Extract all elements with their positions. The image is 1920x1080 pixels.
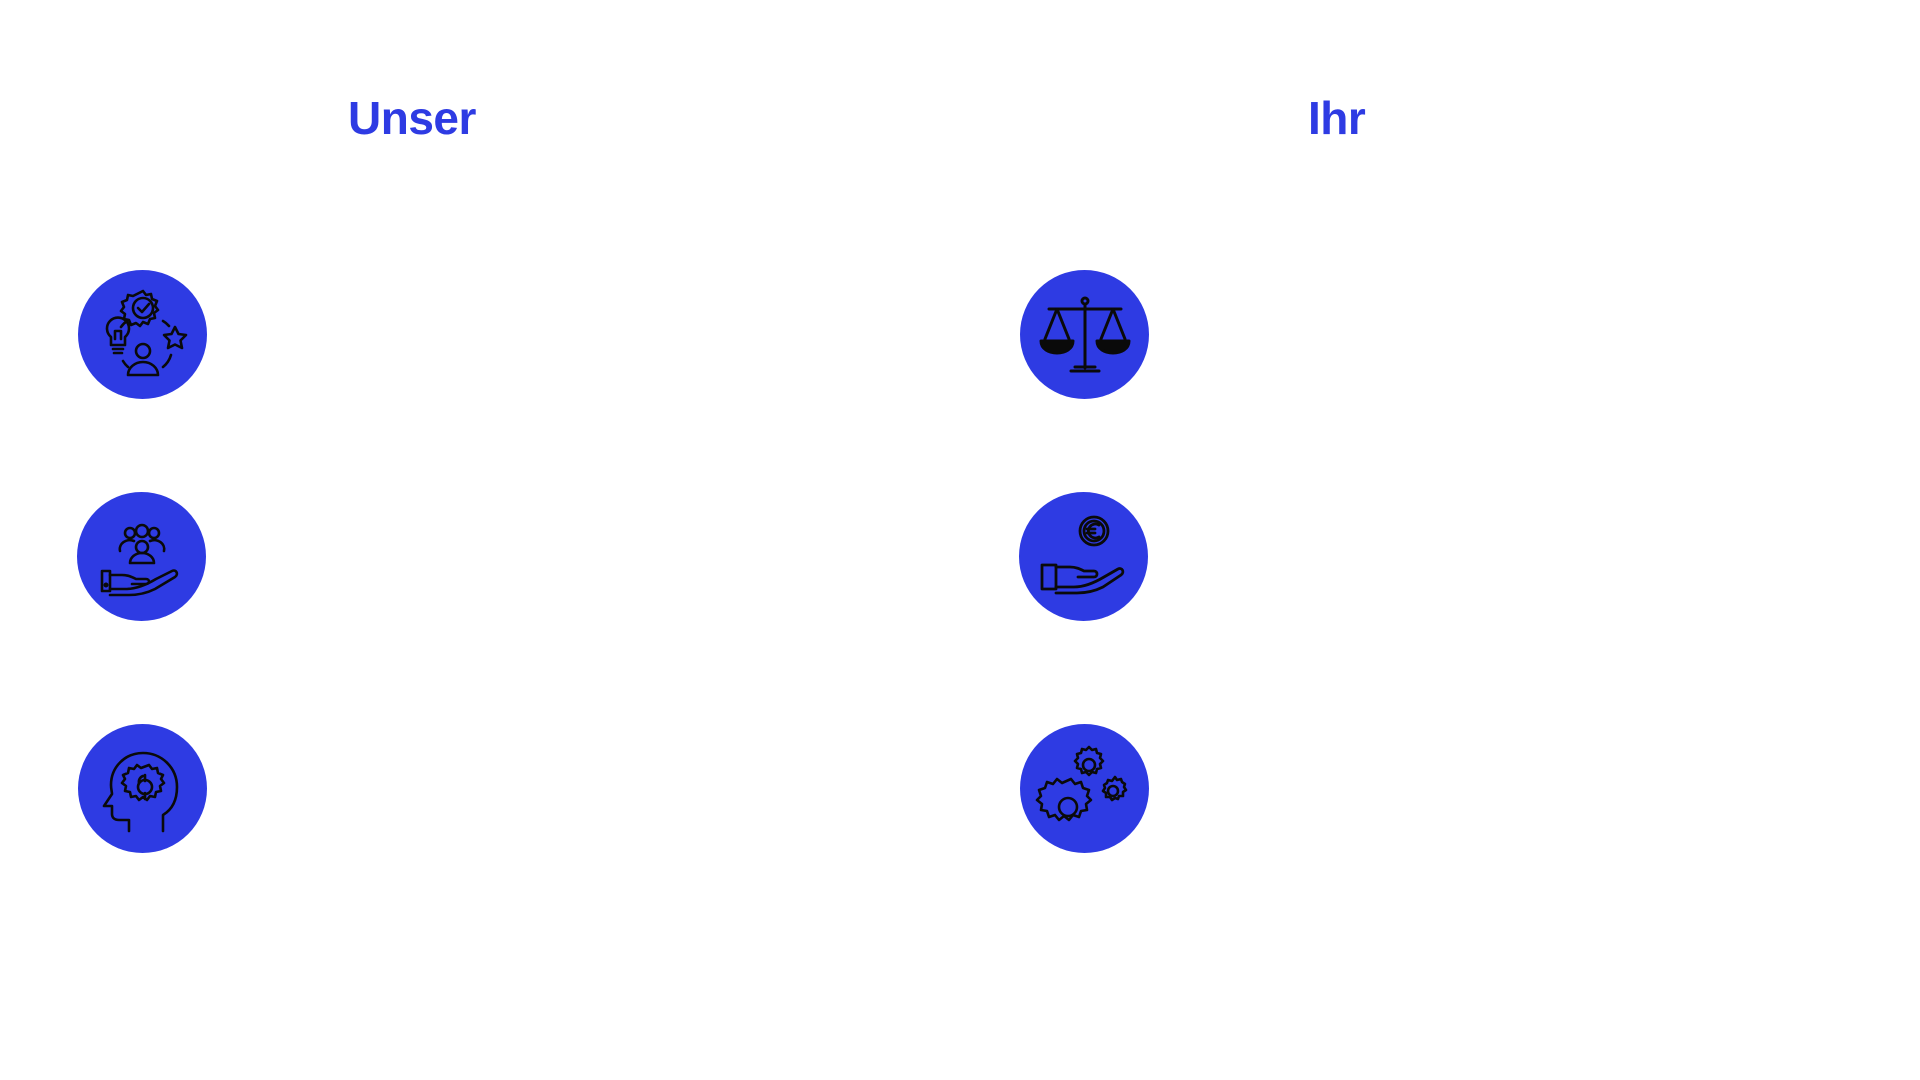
balance-scale-icon xyxy=(1035,285,1135,385)
hand-team-icon xyxy=(92,507,192,607)
gears-icon-circle xyxy=(1020,724,1149,853)
innovation-quality-icon-circle xyxy=(78,270,207,399)
innovation-quality-icon xyxy=(93,285,193,385)
hand-euro-icon-circle xyxy=(1019,492,1148,621)
heading-unser: Unser xyxy=(348,92,476,144)
hand-euro-icon xyxy=(1034,507,1134,607)
gears-icon xyxy=(1035,739,1135,839)
heading-ihr: Ihr xyxy=(1308,92,1366,144)
mind-gear-icon-circle xyxy=(78,724,207,853)
balance-scale-icon-circle xyxy=(1020,270,1149,399)
mind-gear-icon xyxy=(93,739,193,839)
hand-team-icon-circle xyxy=(77,492,206,621)
